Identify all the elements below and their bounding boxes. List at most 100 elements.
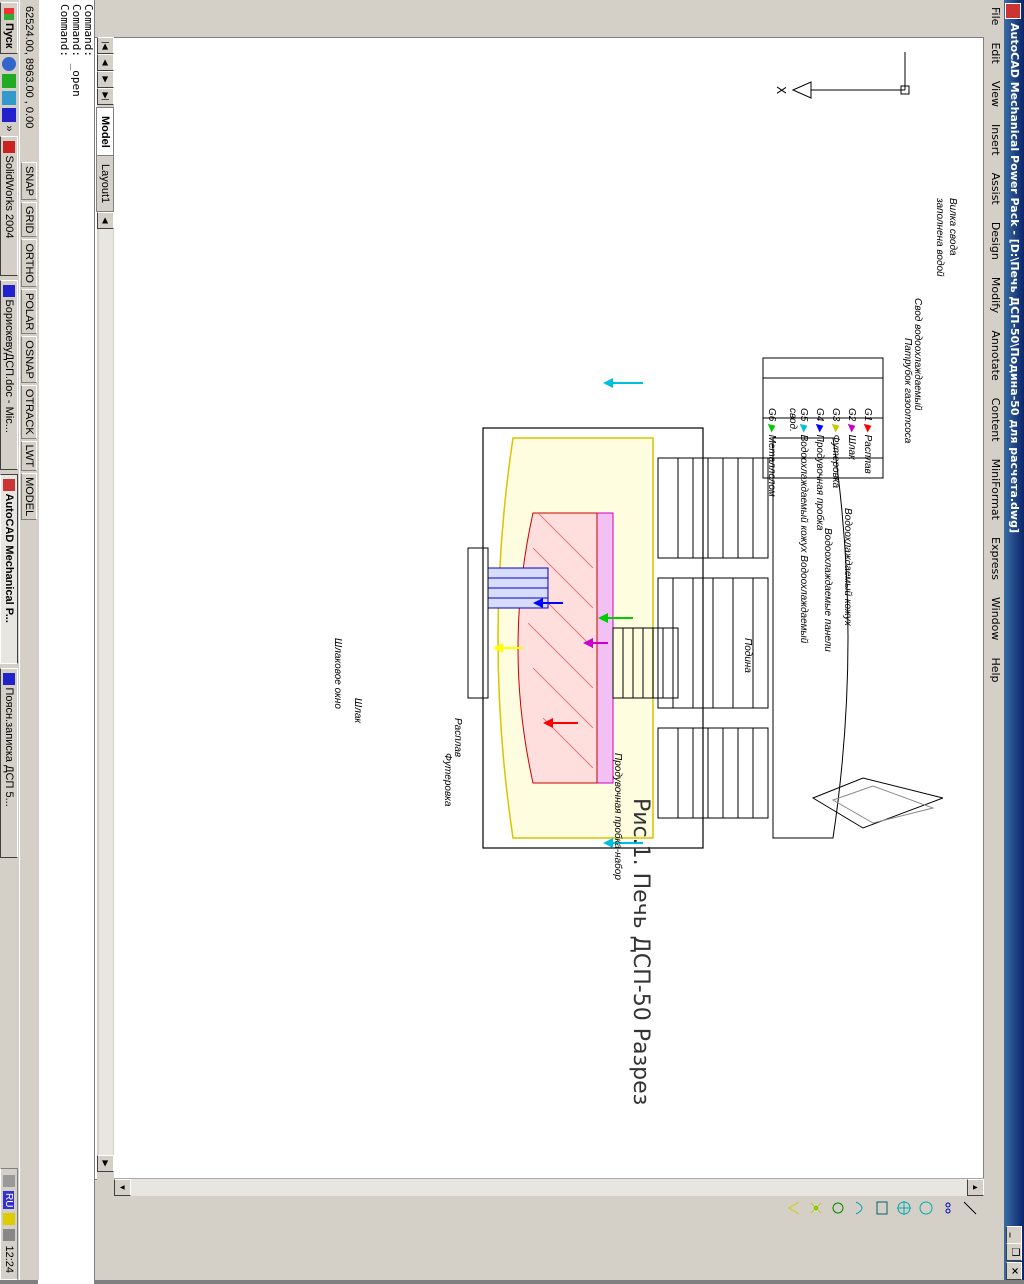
- tab-prev-button[interactable]: ◀: [97, 54, 114, 71]
- windows-taskbar: Пуск » SolidWorks 2004 БорискевуДСП.doc …: [0, 0, 20, 1280]
- legend-item-g2: G2 ▶ Шлак: [846, 408, 857, 460]
- language-indicator[interactable]: RU: [3, 1191, 15, 1210]
- otrack-toggle[interactable]: OTRACK: [21, 384, 37, 439]
- point-tool-button[interactable]: [828, 1198, 848, 1218]
- legend-text: Водоохлаждаемый кожух: [798, 434, 809, 553]
- legend-item-g5: G5 ▶ Водоохлаждаемый кожух Водоохлаждаем…: [787, 408, 809, 658]
- title-bar: AutoCAD Mechanical Power Pack - [D:\Печь…: [1004, 0, 1024, 1280]
- arc-tool-button[interactable]: [850, 1198, 870, 1218]
- task-autocad[interactable]: AutoCAD Mechanical P...: [0, 473, 18, 664]
- legend-text: Расплав: [862, 434, 873, 474]
- word-icon[interactable]: [2, 108, 16, 123]
- legend-arrow-icon: ▶: [830, 424, 841, 432]
- xline-tool-button[interactable]: [938, 1198, 958, 1218]
- legend-arrow-icon: ▶: [814, 424, 825, 432]
- antivirus-icon[interactable]: [3, 1213, 15, 1226]
- tab-next-button[interactable]: ▶: [97, 71, 114, 88]
- label-patrubok: Патрубок газоотсоса: [902, 338, 913, 444]
- tab-model[interactable]: Model: [96, 107, 114, 157]
- network-icon[interactable]: [3, 1175, 15, 1188]
- legend-item-g1: G1 ▶ Расплав: [862, 408, 873, 474]
- snap-toggle[interactable]: SNAP: [21, 162, 37, 200]
- menu-view[interactable]: View: [989, 80, 1002, 107]
- center-circle-tool-button[interactable]: [894, 1198, 914, 1218]
- grid-toggle[interactable]: GRID: [21, 201, 37, 238]
- autocad-task-icon: [3, 478, 15, 491]
- tab-last-button[interactable]: ▶|: [97, 88, 114, 105]
- menu-insert[interactable]: Insert: [989, 124, 1002, 156]
- osnap-toggle[interactable]: OSNAP: [21, 336, 37, 383]
- legend-code: G6: [766, 408, 777, 422]
- menu-modify[interactable]: Modify: [989, 276, 1002, 314]
- menu-annotate[interactable]: Annotate: [989, 330, 1002, 381]
- label-shlakovoe-okno: Шлаковое окно: [332, 638, 343, 709]
- tab-layout1[interactable]: Layout1: [96, 155, 114, 213]
- windows-logo-icon: [4, 8, 14, 20]
- more-quicklaunch-button[interactable]: »: [3, 125, 15, 132]
- restore-button[interactable]: ❐: [1006, 1243, 1022, 1261]
- legend-text: Продувочная пробка: [814, 434, 825, 531]
- label-vilka-2: заполнена водой: [934, 198, 945, 277]
- autocad-app-icon: [1005, 3, 1021, 19]
- start-button[interactable]: Пуск: [0, 2, 18, 55]
- menu-express[interactable]: Express: [989, 537, 1002, 580]
- label-futerovka: Футеровка: [442, 753, 453, 807]
- menu-assist[interactable]: Assist: [989, 172, 1002, 205]
- task-word-doc[interactable]: БорискевуДСП.doc - Mic...: [0, 279, 18, 470]
- polar-toggle[interactable]: POLAR: [21, 289, 37, 335]
- command-line[interactable]: Command: Command: _open Command:: [38, 0, 95, 1284]
- command-prompt[interactable]: Command:: [58, 4, 71, 57]
- legend-item-g6: G6 ▶ Металлолом: [766, 408, 777, 497]
- label-svod: Свод водоохлаждаемый: [912, 298, 923, 411]
- label-paneli: Водоохлаждаемые панели: [822, 528, 833, 652]
- circle-icon: [919, 1201, 933, 1215]
- tab-first-button[interactable]: |◀: [97, 37, 114, 54]
- menu-file[interactable]: File: [989, 7, 1002, 26]
- ortho-toggle[interactable]: ORTHO: [21, 239, 37, 287]
- lwt-toggle[interactable]: LWT: [21, 440, 37, 472]
- polyline-icon: [788, 1201, 800, 1215]
- legend-arrow-icon: ▶: [798, 424, 809, 432]
- clock[interactable]: 12:24: [3, 1245, 15, 1273]
- minimize-button[interactable]: _: [1006, 1226, 1022, 1244]
- command-history-line: Command: _open: [70, 4, 83, 97]
- line-tool-button[interactable]: [960, 1198, 980, 1218]
- scroll-up-button[interactable]: ▲: [967, 1179, 984, 1196]
- word-doc-icon: [3, 672, 15, 685]
- volume-icon[interactable]: [3, 1229, 15, 1242]
- menu-window[interactable]: Window: [989, 597, 1002, 641]
- rectangle-tool-button[interactable]: [872, 1198, 892, 1218]
- legend-text: Шлак: [846, 434, 857, 460]
- snap-tool-button[interactable]: [806, 1198, 826, 1218]
- model-toggle[interactable]: MODEL: [21, 473, 37, 521]
- window-title: AutoCAD Mechanical Power Pack - [D:\Печь…: [1008, 23, 1021, 533]
- legend-text: Металлолом: [766, 434, 777, 497]
- label-produvochnaya: Продувочная пробка-набор: [612, 753, 623, 880]
- label-podina: Подина: [742, 638, 753, 673]
- vertical-scrollbar[interactable]: ▲ ▼: [114, 1178, 984, 1196]
- drawing-canvas[interactable]: X: [93, 37, 984, 1180]
- internet-explorer-icon[interactable]: [2, 57, 16, 72]
- task-label: Поясн.записка ДСП 5...: [3, 687, 15, 807]
- horizontal-scrollbar[interactable]: ◀ ▶: [97, 212, 114, 1172]
- scroll-down-button[interactable]: ▼: [114, 1179, 131, 1196]
- task-solidworks[interactable]: SolidWorks 2004: [0, 135, 18, 276]
- menu-edit[interactable]: Edit: [989, 42, 1002, 64]
- menu-help[interactable]: Help: [989, 657, 1002, 683]
- task-poyasn-zapiska[interactable]: Поясн.записка ДСП 5...: [0, 667, 18, 858]
- close-button[interactable]: ×: [1006, 1262, 1022, 1280]
- legend-code: G5: [798, 408, 809, 422]
- menu-content[interactable]: Content: [989, 397, 1002, 442]
- scroll-left-button[interactable]: ◀: [97, 212, 114, 229]
- start-label: Пуск: [3, 23, 15, 49]
- polyline-tool-button[interactable]: [784, 1198, 804, 1218]
- scroll-right-button[interactable]: ▶: [97, 1155, 114, 1172]
- explorer-icon[interactable]: [2, 91, 16, 106]
- menu-design[interactable]: Design: [989, 221, 1002, 260]
- legend-code: G2: [846, 408, 857, 422]
- circle-tool-button[interactable]: [916, 1198, 936, 1218]
- excel-icon[interactable]: [2, 74, 16, 89]
- legend-arrow-icon: ▶: [862, 424, 873, 432]
- menu-miniformat[interactable]: MiniFormat: [989, 458, 1002, 520]
